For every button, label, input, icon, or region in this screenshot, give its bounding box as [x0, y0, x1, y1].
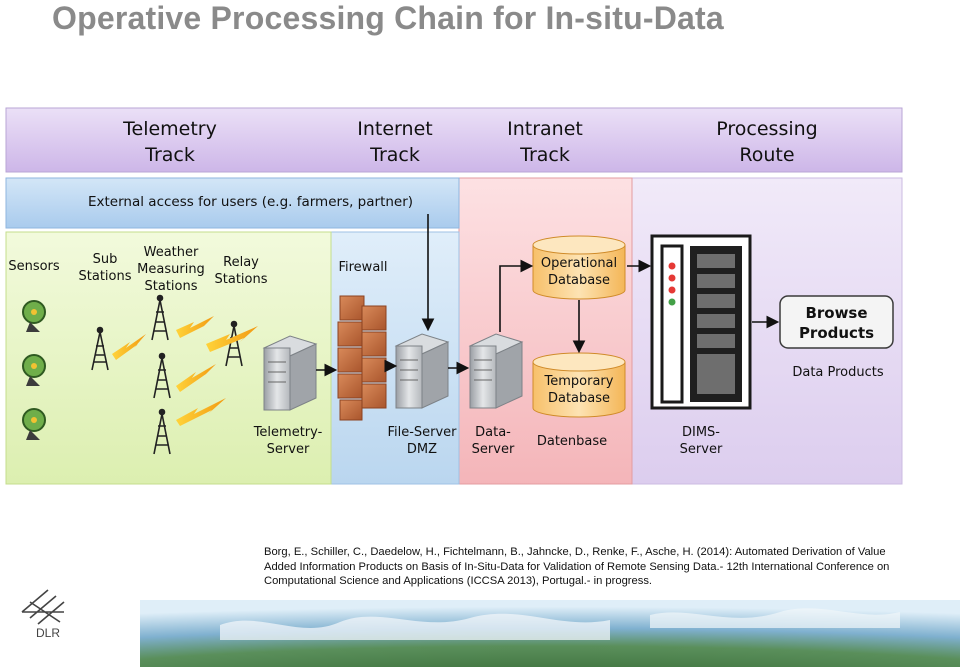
sub-stations-label: Sub Stations [76, 251, 134, 285]
relay-stations-label: Relay Stations [210, 254, 272, 288]
datenbase-label: Datenbase [536, 434, 608, 449]
cloud-shape [650, 608, 900, 628]
label-line: File-Server [387, 425, 457, 440]
sensors-label: Sensors [8, 259, 60, 274]
external-access-label: External access for users (e.g. farmers,… [88, 194, 414, 210]
label-line: Weather [143, 245, 199, 260]
label-line: Temporary [544, 374, 614, 389]
label-line: Sub [92, 252, 118, 267]
telemetry-server-label: Telemetry- Server [248, 424, 328, 458]
weather-stations-label: Weather Measuring Stations [134, 244, 208, 295]
label-line: Database [547, 391, 611, 406]
radio-tower-icon [91, 326, 109, 371]
intranet-zone [458, 177, 633, 485]
arrow-icon [316, 214, 780, 377]
cloud-shape [220, 613, 610, 640]
radio-tower-icon [153, 352, 171, 399]
telemetry-track-label: Telemetry Track [110, 116, 230, 168]
label-line: Stations [214, 272, 268, 287]
label-line: Telemetry- [253, 425, 323, 440]
label-line: Stations [78, 269, 132, 284]
dlr-logo-text: DLR [36, 626, 61, 640]
track-label-line: Intranet [507, 118, 583, 140]
browse-products-box [779, 295, 894, 349]
firewall-label: Firewall [338, 260, 388, 275]
lightning-icon [206, 326, 258, 352]
track-header-band [5, 107, 903, 173]
firewall-icon [337, 295, 387, 421]
server-icon [468, 333, 524, 409]
lightning-icon [176, 398, 226, 426]
intranet-track-label: Intranet Track [490, 116, 600, 168]
track-label-line: Telemetry [123, 118, 217, 140]
radio-tower-icon [153, 408, 171, 455]
label-line: DIMS- [681, 425, 720, 440]
label-line: DMZ [406, 442, 438, 457]
server-icon [262, 335, 318, 411]
satellite-dish-icon [22, 354, 46, 386]
track-label-line: Route [739, 144, 795, 166]
dims-server-label: DIMS- Server [672, 424, 730, 458]
label-line: Data- [475, 425, 511, 440]
processing-route-label: Processing Route [702, 116, 832, 168]
file-server-label: File-Server DMZ [382, 424, 462, 458]
rack-server-icon [650, 234, 752, 410]
satellite-dish-icon [22, 300, 46, 332]
track-label-line: Processing [716, 118, 818, 140]
server-icon [394, 333, 450, 409]
lightning-icon [176, 364, 216, 392]
label-line: Browse [805, 304, 868, 322]
data-products-label: Data Products [792, 365, 884, 380]
track-label-line: Track [145, 144, 195, 166]
label-line: Relay [223, 255, 259, 270]
database-icon [532, 352, 626, 418]
label-line: Operational [540, 256, 618, 271]
track-label-line: Track [370, 144, 420, 166]
temporary-database-label: Temporary Database [534, 373, 624, 407]
browse-products-label: Browse Products [780, 303, 893, 343]
track-label-line: Internet [357, 118, 433, 140]
lightning-icon [112, 334, 146, 360]
label-line: Server [266, 442, 310, 457]
label-line: Stations [144, 279, 198, 294]
label-line: Measuring [137, 262, 205, 277]
citation-text: Borg, E., Schiller, C., Daedelow, H., Fi… [264, 546, 890, 587]
dlr-logo [21, 589, 65, 625]
lightning-icon [176, 316, 214, 338]
label-line: Database [547, 273, 611, 288]
data-server-label: Data- Server [466, 424, 520, 458]
label-line: Server [679, 442, 723, 457]
radio-tower-icon [151, 294, 169, 341]
track-label-line: Track [520, 144, 570, 166]
radio-tower-icon [225, 320, 243, 367]
external-access-band [5, 177, 460, 229]
label-line: Products [798, 324, 875, 342]
operational-database-label: Operational Database [534, 255, 624, 289]
internet-track-label: Internet Track [340, 116, 450, 168]
satellite-dish-icon [22, 408, 46, 440]
label-line: Server [471, 442, 515, 457]
slide-title: Operative Processing Chain for In-situ-D… [52, 0, 724, 36]
database-icon [532, 235, 626, 300]
